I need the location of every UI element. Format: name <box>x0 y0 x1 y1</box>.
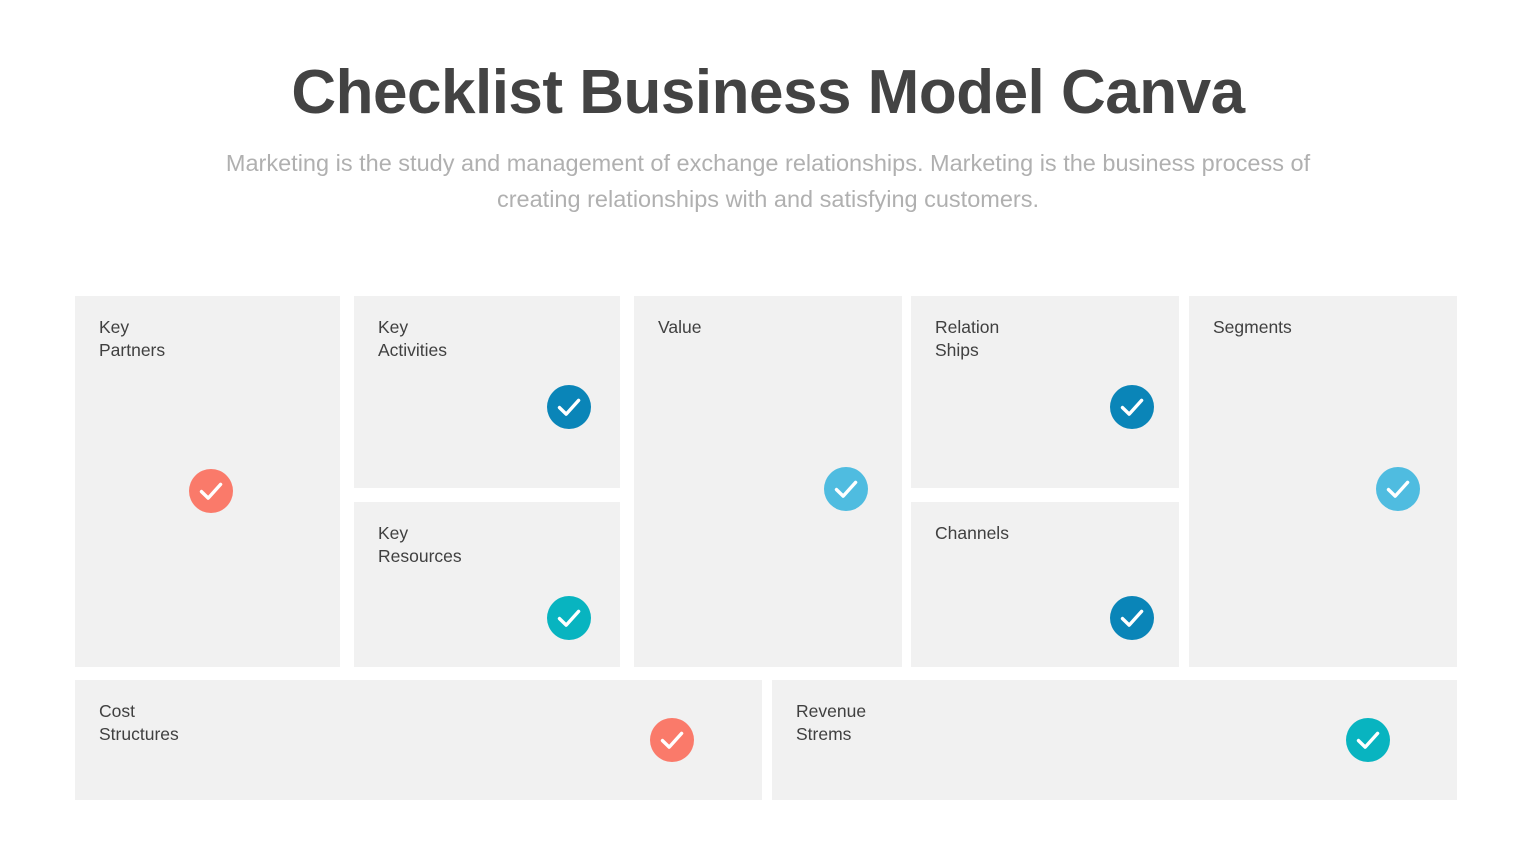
card-key-activities[interactable]: Key Activities <box>354 296 620 488</box>
check-badge-channels[interactable] <box>1110 596 1154 640</box>
check-badge-value[interactable] <box>824 467 868 511</box>
check-badge-key-partners[interactable] <box>189 469 233 513</box>
card-label-key-partners: Key Partners <box>99 317 166 361</box>
check-icon <box>547 385 591 429</box>
check-icon <box>547 596 591 640</box>
card-channels[interactable]: Channels <box>911 502 1179 667</box>
check-icon <box>824 467 868 511</box>
card-cost-structures[interactable]: Cost Structures <box>75 680 762 800</box>
card-label-channels: Channels <box>935 523 1009 543</box>
check-badge-revenue-strems[interactable] <box>1346 718 1390 762</box>
card-label-key-resources: Key Resources <box>378 523 462 567</box>
check-badge-key-resources[interactable] <box>547 596 591 640</box>
check-icon <box>1376 467 1420 511</box>
card-label-segments: Segments <box>1213 317 1292 337</box>
card-relation-ships[interactable]: Relation Ships <box>911 296 1179 488</box>
card-revenue-strems[interactable]: Revenue Strems <box>772 680 1457 800</box>
check-badge-cost-structures[interactable] <box>650 718 694 762</box>
check-badge-relation-ships[interactable] <box>1110 385 1154 429</box>
card-key-partners[interactable]: Key Partners <box>75 296 340 667</box>
check-icon <box>650 718 694 762</box>
page-title: Checklist Business Model Canva <box>291 58 1245 127</box>
check-icon <box>1110 385 1154 429</box>
card-label-key-activities: Key Activities <box>378 317 448 361</box>
check-badge-key-activities[interactable] <box>547 385 591 429</box>
page-subtitle: Marketing is the study and management of… <box>225 150 1311 213</box>
card-value[interactable]: Value <box>634 296 902 667</box>
check-icon <box>1110 596 1154 640</box>
card-label-relation-ships: Relation Ships <box>935 317 1000 361</box>
header: Checklist Business Model Canva Marketing… <box>0 58 1536 218</box>
business-model-canvas-grid: Key Partners Key Activities Key Resource… <box>75 296 1457 800</box>
card-label-cost-structures: Cost Structures <box>99 701 179 745</box>
card-label-value: Value <box>658 317 702 337</box>
card-segments[interactable]: Segments <box>1189 296 1457 667</box>
card-label-revenue-strems: Revenue Strems <box>796 701 867 745</box>
check-badge-segments[interactable] <box>1376 467 1420 511</box>
check-icon <box>189 469 233 513</box>
check-icon <box>1346 718 1390 762</box>
card-key-resources[interactable]: Key Resources <box>354 502 620 667</box>
